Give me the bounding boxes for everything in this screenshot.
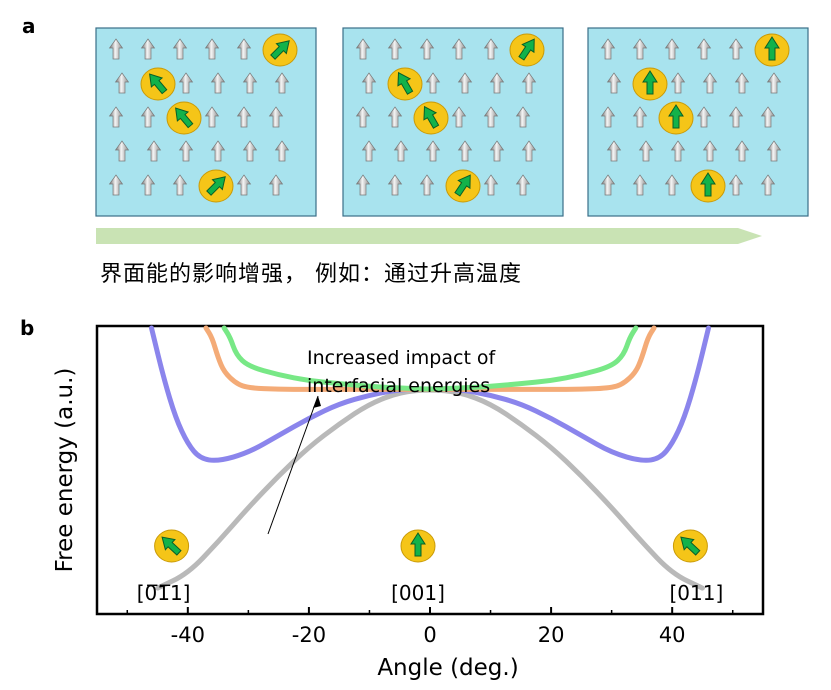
annotation-line-1: Increased impact of: [307, 347, 497, 369]
progress-arrow-icon: [96, 228, 762, 244]
tilted-spin-icon: [632, 67, 668, 101]
tilted-spin-icon: [658, 101, 694, 135]
y-axis-label: Free energy (a.u.): [52, 368, 78, 573]
orientation-spin-icon: [154, 529, 190, 563]
tilted-spin-icon: [754, 33, 790, 67]
x-tick-label: 20: [538, 623, 565, 647]
tilted-spin-icon: [690, 169, 726, 203]
x-axis-label: Angle (deg.): [377, 655, 518, 681]
tilted-spin-icon: [413, 101, 449, 135]
tilted-spin-icon: [140, 67, 176, 101]
orientation-spin-icon: [400, 529, 436, 563]
tilted-spin-icon: [198, 169, 234, 203]
x-tick-label: 40: [659, 623, 686, 647]
tilted-spin-icon: [166, 101, 202, 135]
x-tick-label: -40: [171, 623, 205, 647]
tilted-spin-icon: [387, 67, 423, 101]
orientation-label: [001]: [391, 581, 445, 605]
orientation-spin-icon: [672, 529, 708, 563]
spin-lattice-box: [342, 27, 564, 217]
panel-a-caption: 界面能的影响增强， 例如：通过升高温度: [100, 262, 522, 287]
x-tick-label: 0: [423, 623, 436, 647]
orientation-label: [011]: [670, 581, 724, 605]
panel-a-illustration: [95, 27, 809, 244]
tilted-spin-icon: [445, 169, 481, 203]
annotation-line-2: interfacial energies: [307, 375, 490, 397]
energy-curve-4: [221, 325, 639, 392]
spin-lattice-box: [587, 27, 809, 217]
plot-frame: [95, 324, 765, 616]
tilted-spin-icon: [262, 33, 298, 67]
tilted-spin-icon: [509, 33, 545, 67]
x-tick-label: -20: [292, 623, 326, 647]
panel-b-label: b: [20, 316, 35, 340]
orientation-label: [0̅1̅1]: [137, 581, 191, 605]
panel-a-label: a: [22, 14, 36, 38]
free-energy-chart: -40 -20 0 20 40 [0̅1̅1] [001] [011] Free energ…: [52, 324, 765, 681]
energy-curve-1: [155, 387, 705, 591]
annotation-arrowhead: [313, 396, 321, 408]
spin-lattice-box: [95, 27, 317, 217]
